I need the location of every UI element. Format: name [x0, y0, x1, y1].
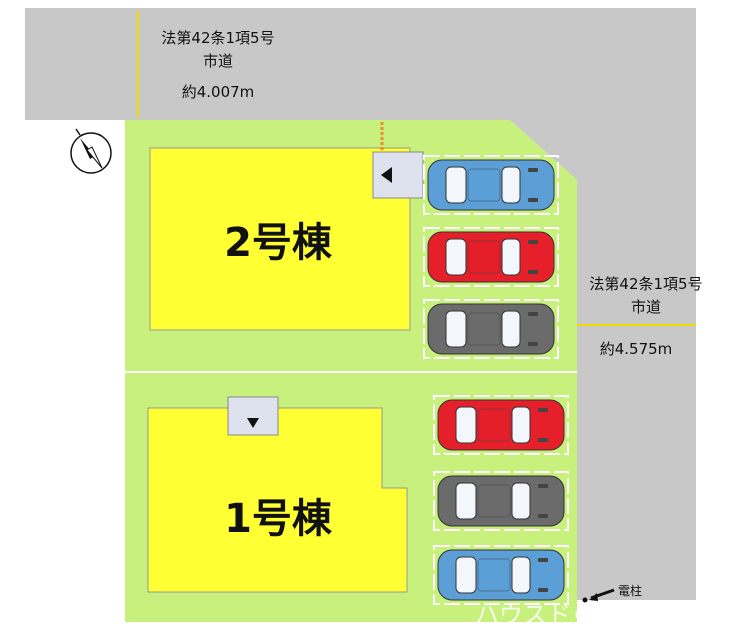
- utility-pole: 電柱: [582, 583, 642, 603]
- building-1: [147, 407, 408, 593]
- north-road-width: 約4.007m: [182, 83, 255, 101]
- building-2: [149, 147, 411, 331]
- left-arrow-icon: [381, 167, 392, 183]
- compass: [70, 128, 112, 174]
- north-road: [25, 8, 696, 600]
- parked-car: [423, 299, 559, 359]
- building-1-label: 1号棟: [224, 496, 333, 542]
- building-2-entrance: [372, 122, 424, 199]
- parked-car: [433, 395, 569, 455]
- east-road-line2: 市道: [631, 298, 661, 316]
- parked-car: [423, 227, 559, 287]
- parked-car: [433, 471, 569, 531]
- utility-pole-label: 電柱: [618, 583, 642, 598]
- parked-car: [433, 545, 569, 605]
- down-arrow-icon: [247, 418, 259, 428]
- north-road-line1: 法第42条1項5号: [161, 29, 274, 47]
- parking-area: [423, 155, 569, 605]
- utility-pole-icon: [582, 597, 588, 603]
- watermark: ハウスドゥ 龍田: [475, 601, 651, 629]
- east-road-line1: 法第42条1項5号: [589, 275, 702, 293]
- north-road-line2: 市道: [203, 52, 233, 70]
- east-road-width: 約4.575m: [600, 340, 673, 358]
- parked-car: [423, 155, 559, 215]
- building-1-entrance: [227, 396, 279, 436]
- building-2-label: 2号棟: [224, 220, 333, 266]
